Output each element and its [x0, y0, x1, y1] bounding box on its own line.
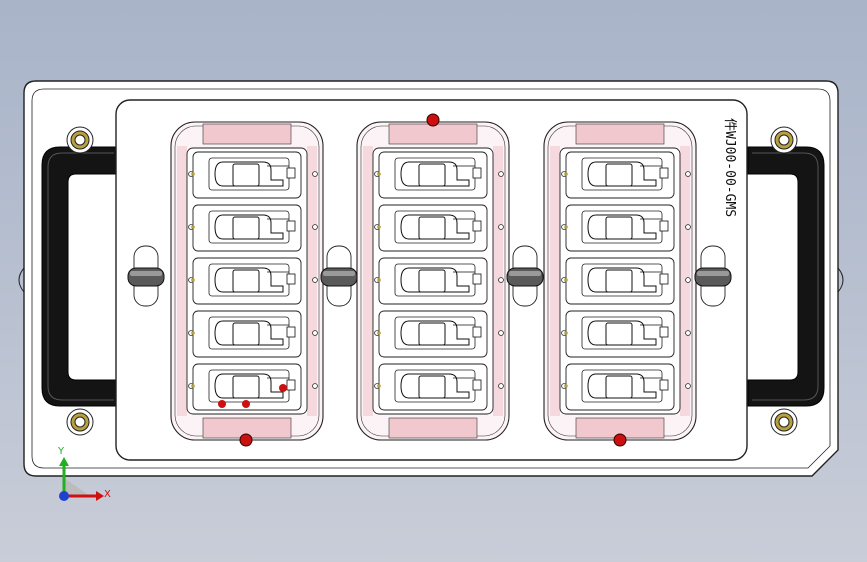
- locating-pin-2: [320, 245, 358, 307]
- axis-triad: X Y: [57, 446, 111, 501]
- left-notch: [18, 267, 25, 293]
- locating-pins: [127, 245, 732, 307]
- axis-y-label: Y: [57, 446, 65, 457]
- locating-pin-3: [506, 245, 544, 307]
- nest-cavity: [561, 151, 691, 199]
- nest-cavity: [561, 310, 691, 358]
- nest-cavity: [561, 204, 691, 252]
- nest-column-1: [170, 121, 324, 441]
- red-marker-right-bottom: [613, 433, 627, 447]
- bolt-top-right: [770, 126, 798, 154]
- nest-cavity: [561, 363, 691, 411]
- right-notch: [837, 267, 844, 293]
- nest-cavity: [561, 257, 691, 305]
- nest-cavity: [374, 257, 504, 305]
- axis-z-origin: [59, 491, 69, 501]
- red-markers: [218, 113, 627, 447]
- locating-pin-4: [694, 245, 732, 307]
- corner-bolts: [66, 126, 798, 436]
- nest-cavity: [374, 204, 504, 252]
- bolt-top-left: [66, 126, 94, 154]
- bolt-bottom-right: [770, 408, 798, 436]
- nest-cavity: [374, 310, 504, 358]
- bolt-bottom-left: [66, 408, 94, 436]
- nest-cavity: [188, 257, 318, 305]
- nest-cavity: [374, 151, 504, 199]
- nest-cavity: [374, 363, 504, 411]
- locating-pin-1: [127, 245, 165, 307]
- red-marker-center-top: [426, 113, 440, 127]
- axis-x-label: X: [104, 489, 111, 500]
- nest-cavity: [188, 363, 318, 411]
- nest-cavity: [188, 310, 318, 358]
- part-number-engraving: 件WJ00-00-GMS: [722, 118, 737, 217]
- red-marker-left-bottom: [239, 433, 253, 447]
- red-marker-part-a: [218, 400, 226, 408]
- right-handle: [747, 146, 825, 407]
- nest-cavity: [188, 204, 318, 252]
- red-marker-part-b: [242, 400, 250, 408]
- red-marker-part-c: [279, 384, 287, 392]
- base-plate-inner-edge: [31, 88, 831, 469]
- nest-column-3: [543, 121, 697, 441]
- nest-cavity: [188, 151, 318, 199]
- nest-column-2: [356, 121, 510, 441]
- nests: [170, 121, 697, 441]
